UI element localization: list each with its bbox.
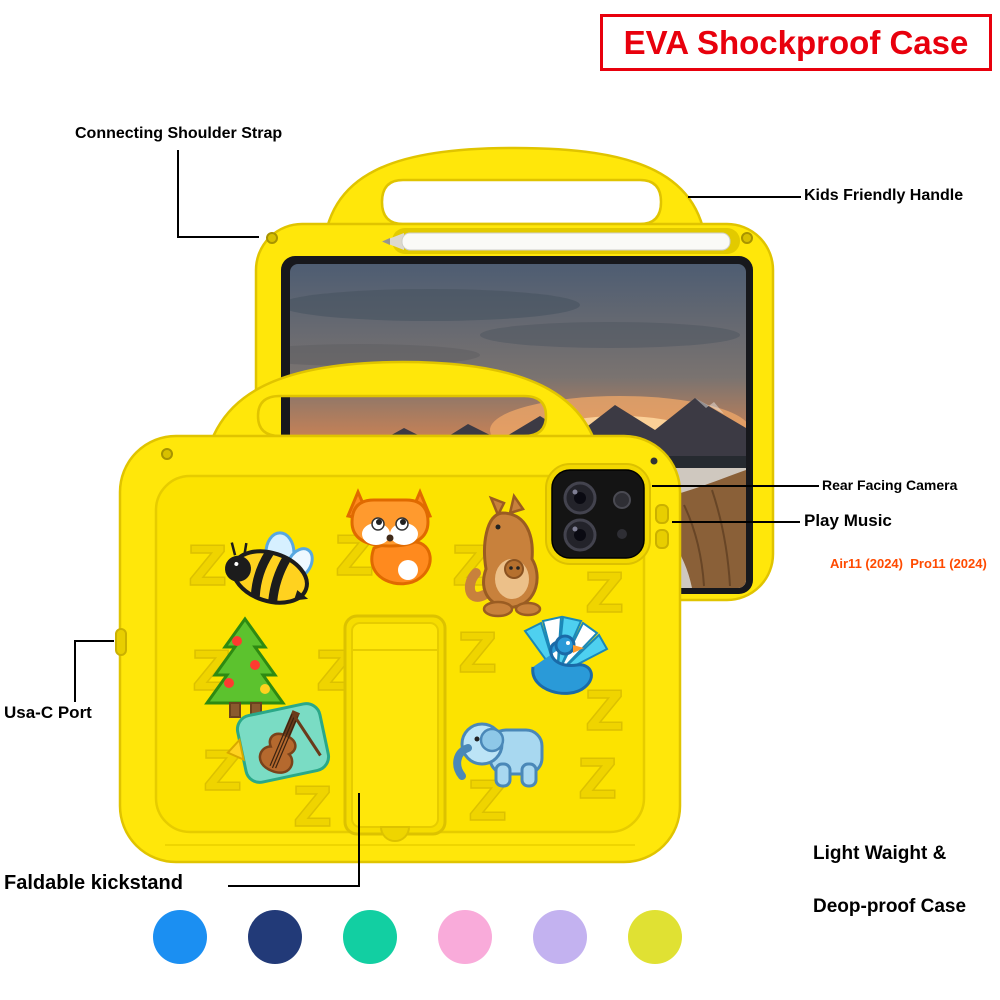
callout-lightweight-2: Deop-proof Case	[813, 896, 967, 917]
callout-lines	[74, 150, 819, 887]
color-swatch-lavender	[533, 910, 587, 964]
strap-hole-right-icon	[741, 232, 753, 244]
callout-line-usb	[74, 640, 114, 702]
page-title: EVA Shockproof Case	[623, 23, 969, 61]
svg-text:Z: Z	[585, 680, 624, 743]
front-strap-hole-icon	[161, 448, 173, 460]
front-case: Z Z Z Z Z Z Z Z Z Z Z Z	[115, 360, 682, 864]
mic-hole-icon	[650, 457, 658, 465]
tree-charm-icon	[204, 616, 286, 718]
stylus-pencil-icon	[382, 232, 731, 251]
svg-text:Z: Z	[458, 622, 497, 685]
callout-shoulder-strap: Connecting Shoulder Strap	[75, 125, 283, 142]
color-options	[153, 910, 682, 964]
callout-line-kickstand	[228, 793, 360, 887]
callout-handle: Kids Friendly Handle	[804, 187, 964, 204]
fox-charm-icon	[345, 488, 433, 586]
color-swatch-navy	[248, 910, 302, 964]
color-swatch-pink	[438, 910, 492, 964]
violin-charm-icon	[226, 702, 331, 784]
elephant-charm-icon	[453, 722, 544, 788]
callout-line-shoulder-strap	[177, 150, 259, 238]
side-buttons	[655, 504, 669, 549]
peacock-charm-icon	[523, 615, 609, 695]
callout-compatibility: Air11 (2024) Pro11 (2024)	[830, 556, 987, 571]
color-swatch-teal	[343, 910, 397, 964]
callout-usb-port: Usa-C Port	[4, 703, 92, 722]
bee-charm-icon	[224, 531, 314, 605]
kangaroo-charm-icon	[464, 492, 542, 618]
callout-lightweight-1: Light Waight &	[813, 843, 947, 864]
usb-c-port	[115, 628, 127, 656]
svg-text:Z: Z	[293, 776, 332, 839]
strap-hole-left-icon	[266, 232, 278, 244]
callout-kickstand: Faldable kickstand	[4, 872, 183, 894]
callout-play-music: Play Music	[804, 511, 892, 530]
color-swatch-blue	[153, 910, 207, 964]
color-swatch-yellow	[628, 910, 682, 964]
rear-camera-module	[545, 463, 651, 565]
svg-text:Z: Z	[188, 535, 227, 598]
svg-text:Z: Z	[578, 748, 617, 811]
kickstand	[343, 614, 447, 842]
title-banner: EVA Shockproof Case	[600, 14, 992, 71]
callout-camera: Rear Facing Camera	[822, 477, 958, 493]
svg-text:Z: Z	[585, 562, 624, 625]
